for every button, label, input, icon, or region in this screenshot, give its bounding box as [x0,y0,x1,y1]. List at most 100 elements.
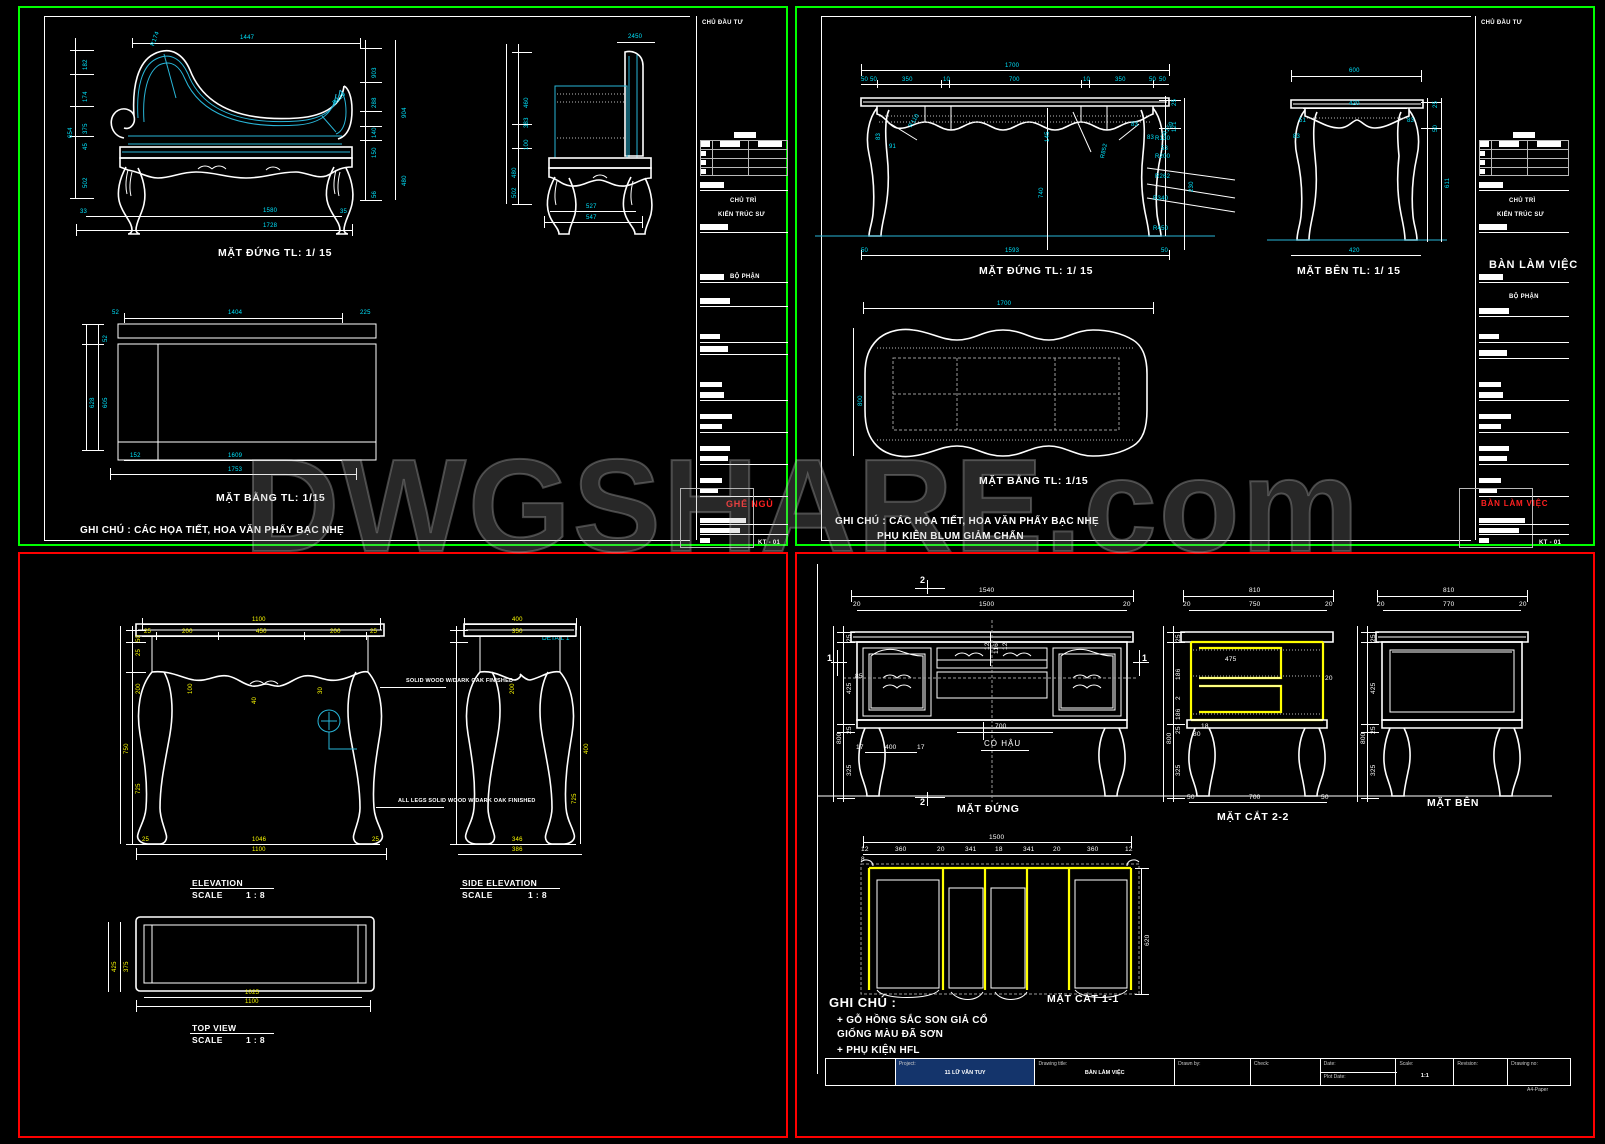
dim-console-top-length: 1100 [245,999,259,1005]
paper-size-label: A4-Paper [1527,1087,1549,1093]
dim-chaise-v5: 502 [83,177,89,188]
dim-console-side-overall: 400 [512,617,523,623]
view-label-dd-section-22: MẶT CẮT 2-2 [1217,811,1289,823]
dim-s11-seg-8: 360 [1087,846,1099,853]
dim-s11-overall: 1500 [989,834,1005,841]
dim-console-h1: 50 [136,634,142,642]
dim-console-h8: 100 [188,683,194,694]
title-block-desk-field-1: CHỦ TRÌ [1509,198,1536,204]
title-cell-drawn-by[interactable]: Drawn by: [1175,1059,1251,1085]
dim-desk-h-clear: 740 [1039,187,1045,198]
dim-console-bottom-total: 1100 [252,847,266,853]
desk-section-22-drawing [1163,631,1357,797]
dim-desk-seg-1: 50 [861,77,869,83]
dim-desk-side-bottom: 420 [1349,248,1360,254]
dim-desk-seg-4: 10 [943,77,951,83]
dim-chaise-v3: 375 [83,123,89,134]
dim-desk-h-top: 25 [1172,98,1178,106]
title-cell-scale[interactable]: Scale: 1:1 [1396,1059,1455,1085]
dim-dsv-cabinet-h: 425 [1370,682,1377,694]
title-block-field-2: KIẾN TRÚC SƯ [718,212,765,218]
section-mark-2-bottom: 2 [920,797,926,807]
dim-console-h4: 725 [136,783,142,794]
dim-desk-h-145: 145 [1045,131,1051,142]
dim-chaise-r4: 150 [372,147,378,158]
dim-desk-side-v3: 611 [1445,177,1451,188]
dim-desk-seg-2: 50 [870,77,878,83]
dim-console-side-h1: 400 [584,743,590,754]
dim-console-foot-l: 25 [142,837,150,843]
dim-dsv-leg-h: 325 [1370,764,1377,776]
dim-chaise-back-height: 654 [68,127,74,138]
chaise-side-drawing [546,50,653,235]
title-strip: Project: 11 LỮ VĂN TUY Drawing title: BÀ… [825,1058,1571,1086]
title-cell-drawing-no[interactable]: Drawing no: [1508,1059,1570,1085]
desk-side-view-drawing [1358,631,1552,797]
dim-s22-18: 18 [1201,723,1209,730]
title-cell-check-header: Check: [1253,1061,1270,1067]
dim-desk-seg-3: 350 [902,77,913,83]
view-label-console-side-scale: SCALE [462,890,493,900]
desk-section-11-drawing [860,859,1140,1000]
dim-chaise-plan-endc: 152 [130,453,141,459]
dim-chaise-plan-body: 1404 [228,310,243,316]
dim-desk-r5: R262 [1155,174,1171,180]
dim-desk-seg-7: 350 [1115,77,1126,83]
dim-chaise-seat-width: 1580 [263,208,278,214]
annotation-solid-wood: SOLID WOOD W/DARK OAK FINISHED [406,678,514,685]
annotation-solid-wood-text: SOLID WOOD W/DARK OAK FINISHED [406,678,514,684]
dim-dd-edge-r: 20 [1123,601,1131,608]
view-label-chaise-elevation: MẶT ĐỨNG TL: 1/ 15 [218,247,333,259]
dim-dd-drawer-center: 700 [995,723,1007,730]
title-cell-check[interactable]: Check: [1251,1059,1321,1085]
dim-desk-r4: R200 [1155,154,1171,160]
dim-console-h5: 750 [124,743,130,754]
title-cell-drawn-by-header: Drawn by: [1178,1061,1201,1067]
view-label-console-elevation-scale-value: 1 : 8 [246,890,266,900]
quadrant-chaise-lounge: 1447 1580 1728 33 35 182 174 375 45 502 … [18,6,788,548]
dim-s11-seg-6: 341 [1023,846,1035,853]
dim-desk-plan-length: 1700 [997,301,1012,307]
dim-chaise-r5: 56 [372,190,378,198]
dim-chaise-side-v1: 460 [524,97,530,108]
title-block-desk-field-2: KIẾN TRÚC SƯ [1497,212,1544,218]
dim-desk-r7: R450 [1153,226,1169,232]
dim-console-bottom-inner: 1046 [252,837,267,843]
dim-desk-leg-width: 91 [889,144,897,150]
dim-desk-side-m1: 51 [1299,118,1307,124]
dim-chaise-v4: 45 [83,142,89,150]
dim-chaise-r2: 288 [372,97,378,108]
dim-dd-cabinet-w: 400 [885,744,897,751]
dim-s22-bottom-total: 700 [1249,794,1261,801]
title-cell-revision[interactable]: Revision: [1454,1059,1509,1085]
dim-s22-h6: 325 [1175,764,1182,776]
title-cell-project[interactable]: Project: 11 LỮ VĂN TUY [895,1059,1036,1085]
title-block-field-3: BỘ PHẬN [730,274,760,280]
title-block-sheet-no: KT - 01 [758,540,781,546]
dim-chaise-overall-width: 1728 [263,223,278,229]
dim-s22-h4: 186 [1175,708,1182,720]
view-label-dd-side: MẶT BÊN [1427,797,1480,809]
dim-dd-base-thk: 25 [846,726,853,734]
detail-1-bubble [317,709,357,750]
chaise-plan-drawing [117,323,377,461]
view-label-console-side: SIDE ELEVATION [462,878,538,888]
dim-console-side-bottom-total: 386 [512,847,523,853]
quadrant-work-desk: 1700 50 50 350 10 700 10 350 50 50 1593 … [795,6,1595,548]
dim-desk-leg-base-r: 50 [1161,248,1169,254]
title-cell-date[interactable]: Date: Plot Date: [1320,1059,1397,1085]
view-label-console-top-scale-value: 1 : 8 [246,1035,266,1045]
dim-console-h3: 200 [136,683,142,694]
dim-dd-leg-h: 325 [846,764,853,776]
dim-chaise-plan-inner-w: 605 [103,397,109,408]
dim-desk-misc-3: 83 [1147,135,1155,141]
view-label-console-elevation: ELEVATION [192,878,243,888]
title-cell-revision-header: Revision: [1457,1061,1478,1067]
desk-side-drawing [1267,99,1447,241]
inline-text-co-hau: CÓ HẬU [984,739,1022,748]
dim-dd-m17b: 17 [917,744,925,751]
title-cell-drawing-title[interactable]: Drawing title: BÀN LÀM VIỆC [1035,1059,1176,1085]
dim-chaise-side-v2: 383 [524,117,530,128]
dim-dd-m17a: 17 [856,744,864,751]
dim-s22-inner: 750 [1249,601,1261,608]
